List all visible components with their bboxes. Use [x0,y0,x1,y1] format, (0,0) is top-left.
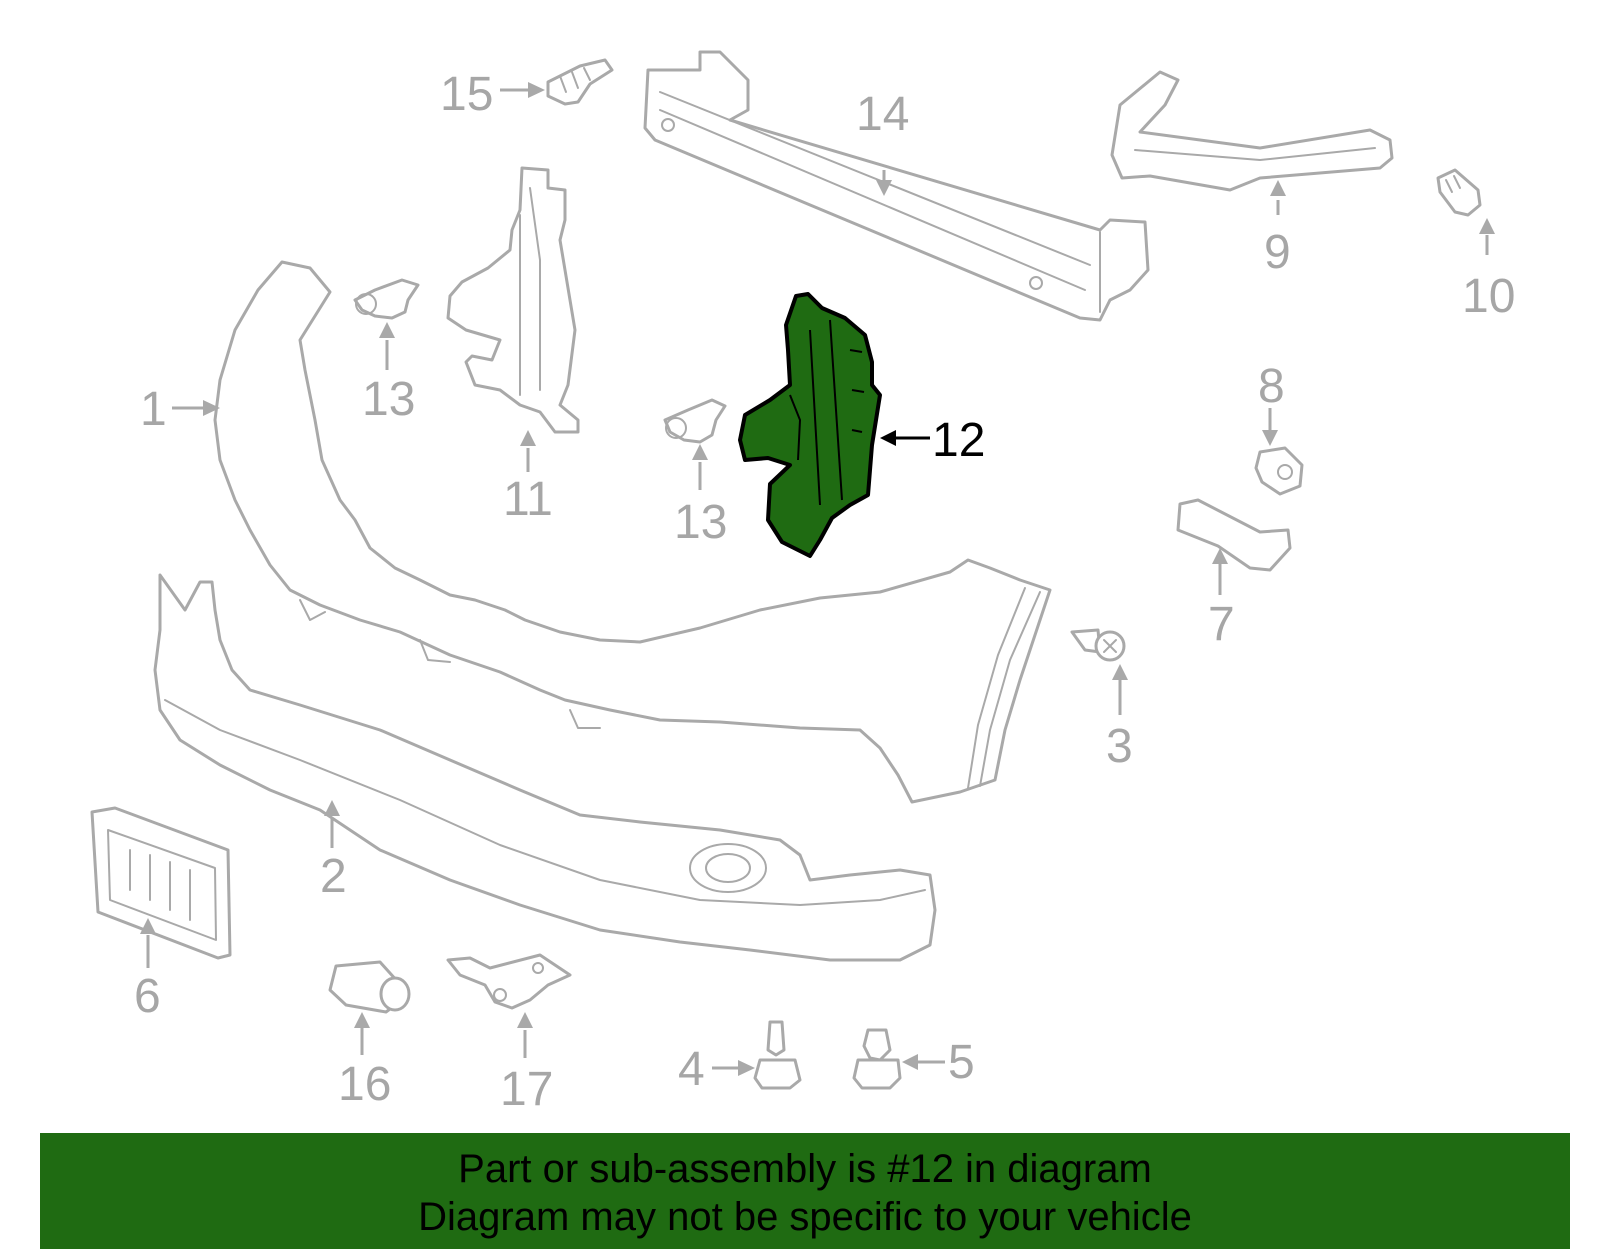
part-9-bracket [1110,70,1394,192]
part-3-screw [1070,628,1126,662]
callout-3: 3 [1106,720,1133,773]
callout-1: 1 [140,383,167,436]
part-7-bracket [1176,498,1292,572]
footer-banner: Part or sub-assembly is #12 in diagram D… [40,1133,1570,1249]
part-1-bumper-cover [213,260,1052,804]
part-5-clip [852,1028,902,1090]
part-15-bolt [546,58,614,106]
callout-17: 17 [500,1063,553,1116]
callout-15: 15 [440,68,493,121]
part-13-clip-upper [353,278,420,320]
callout-9: 9 [1264,226,1291,279]
callout-5: 5 [948,1036,975,1089]
callout-14: 14 [856,88,909,141]
footer-line-part-info: Part or sub-assembly is #12 in diagram [458,1147,1152,1191]
part-12-highlighted-bracket [738,292,882,558]
part-6-license-bracket [90,806,232,960]
part-17-bracket [446,953,572,1010]
part-11-bracket [446,166,580,434]
callout-6: 6 [134,970,161,1023]
part-10-bolt [1436,168,1482,217]
leader-lines [140,82,1495,1076]
callout-8: 8 [1258,360,1285,413]
footer-line-disclaimer: Diagram may not be specific to your vehi… [418,1195,1192,1239]
part-2-lower-spoiler [153,573,937,962]
callout-7: 7 [1208,598,1235,651]
callout-10: 10 [1462,270,1515,323]
part-4-bolt [753,1020,802,1090]
part-14-reinforcement-beam [643,50,1150,322]
callout-11: 11 [503,473,553,526]
callout-2: 2 [320,850,347,903]
callout-16: 16 [338,1058,391,1111]
callout-labels: 15 14 9 10 13 1 11 13 12 8 7 3 2 6 16 17… [134,68,1515,1116]
part-8-nut [1254,446,1304,496]
callout-13-lower: 13 [674,496,727,549]
part-13-clip-lower [663,398,727,444]
callout-4: 4 [678,1043,705,1096]
callout-12: 12 [932,414,985,467]
part-16-sensor [328,960,411,1014]
callout-13-upper: 13 [362,373,415,426]
